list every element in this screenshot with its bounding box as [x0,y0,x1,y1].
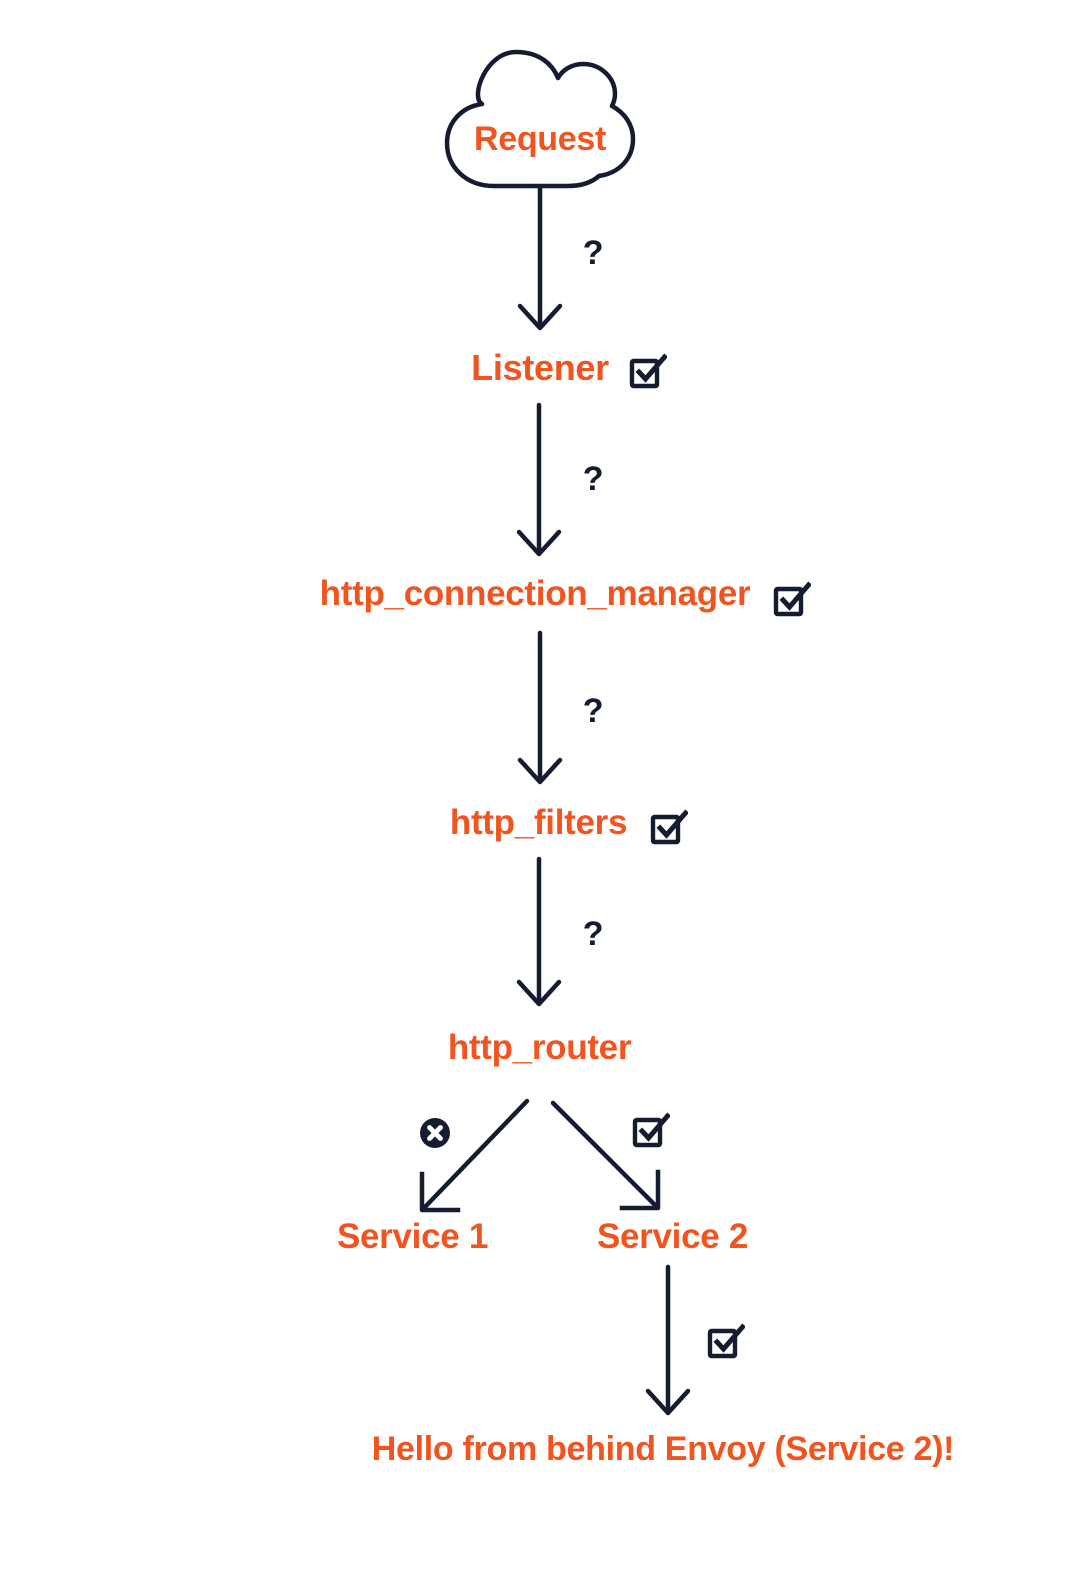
x-circle-icon [420,1118,450,1148]
result-message-label: Hello from behind Envoy (Service 2)! [371,1430,955,1468]
checkbox-checked-icon [707,1323,745,1359]
question-mark-label: ? [582,915,604,953]
checkbox-checked-icon [629,353,667,389]
service-1-node-label: Service 1 [336,1217,489,1256]
listener-node-label: Listener [471,347,609,388]
question-mark-label: ? [582,460,604,498]
request-node-label: Request [473,120,607,158]
arrow-diagonal-right-icon [550,1100,661,1211]
arrow-down-icon [516,856,562,1007]
arrow-down-icon [516,402,562,557]
http-connection-manager-node-label: http_connection_manager [319,574,751,613]
checkbox-checked-icon [650,809,688,845]
arrow-diagonal-left-icon [419,1098,530,1213]
arrow-down-icon [517,630,563,785]
question-mark-label: ? [582,692,604,730]
arrow-down-icon [517,181,563,331]
checkbox-checked-icon [632,1112,670,1148]
http-filters-node-label: http_filters [449,803,628,842]
question-mark-label: ? [582,234,604,272]
arrow-down-icon [645,1264,691,1416]
service-2-node-label: Service 2 [596,1217,749,1256]
http-router-node-label: http_router [447,1028,632,1067]
cloud-icon [444,49,636,189]
checkbox-checked-icon [773,581,811,617]
